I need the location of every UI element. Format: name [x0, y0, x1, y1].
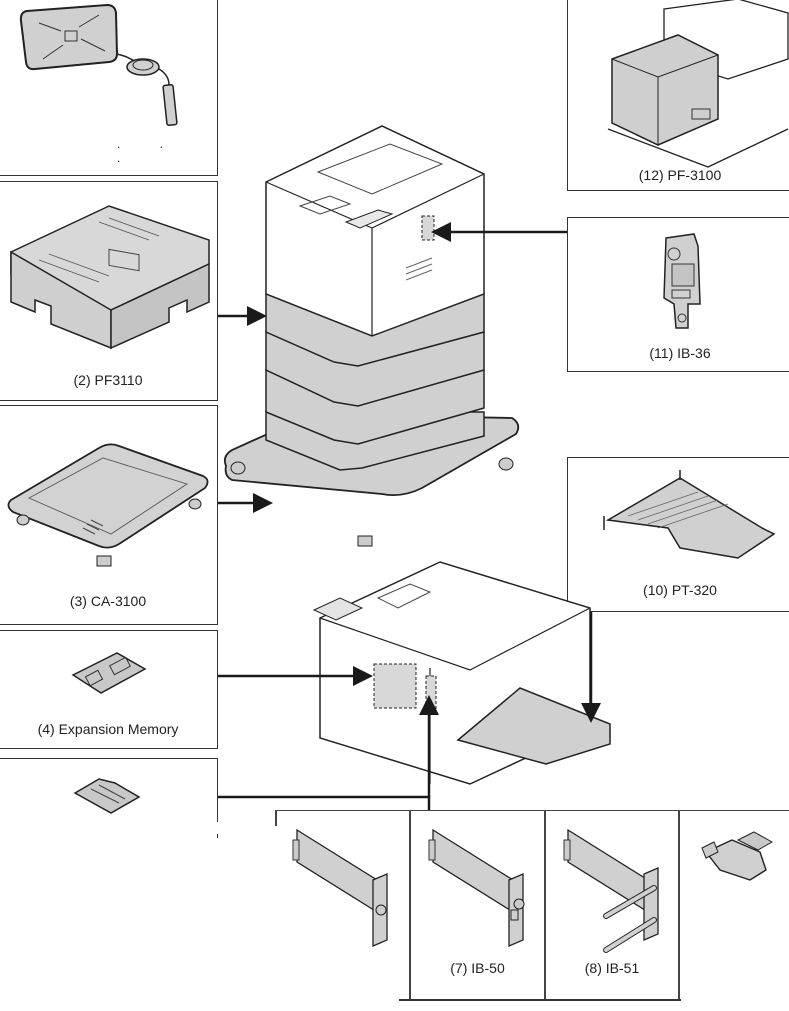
- sd-card-icon: [73, 778, 141, 814]
- parallel-interface-icon: [701, 831, 774, 881]
- wireless-card-icon: [663, 233, 701, 329]
- option-box-card-reader: . . .: [0, 0, 218, 176]
- memory-module-icon: [71, 652, 147, 694]
- divider: [678, 810, 680, 1000]
- option-label-pt320: (10) PT-320: [643, 582, 717, 598]
- interface-cards-row: [275, 810, 789, 1011]
- divider: [275, 810, 277, 826]
- large-paper-feeder-icon: [607, 0, 789, 168]
- option-label-pf3100: (12) PF-3100: [638, 167, 722, 183]
- option-box-ca3100: (3) CA-3100: [0, 405, 218, 625]
- option-label-ib51: (8) IB-51: [584, 960, 640, 976]
- option-label-pf3110: (2) PF3110: [73, 372, 143, 388]
- option-box-memory: (4) Expansion Memory: [0, 630, 218, 749]
- paper-feeder-icon: [10, 205, 210, 350]
- option-box-ib36: (11) IB-36: [567, 217, 789, 372]
- printer-with-feeders-illustration: [223, 125, 520, 547]
- face-up-tray-icon: [603, 470, 776, 559]
- option-box-pf3110: (2) PF3110: [0, 181, 218, 401]
- option-box-pt320: (10) PT-320: [567, 457, 789, 612]
- casters-base-icon: [7, 443, 209, 567]
- card-reader-dots: . . .: [117, 137, 182, 165]
- interface-card-icon: [292, 828, 388, 947]
- interface-card-icon: [428, 828, 525, 947]
- option-box-card-6: [277, 812, 409, 1000]
- option-box-ib51: (8) IB-51: [546, 812, 678, 1000]
- printer-rear-view-illustration: [312, 561, 611, 785]
- option-label-memory: (4) Expansion Memory: [37, 721, 179, 737]
- option-box-ib50: (7) IB-50: [411, 812, 544, 1000]
- divider: [399, 999, 681, 1001]
- line-sd-card: [218, 795, 431, 810]
- option-label-ib36: (11) IB-36: [649, 345, 711, 361]
- option-label-ib50: (7) IB-50: [450, 960, 505, 976]
- option-box-parallel: [680, 812, 789, 1000]
- divider: [544, 810, 546, 1000]
- divider: [409, 810, 411, 1000]
- option-box-pf3100: (12) PF-3100: [567, 0, 789, 191]
- wireless-interface-card-icon: [563, 828, 659, 953]
- card-reader-icon: [19, 3, 178, 126]
- option-label-ca3100: (3) CA-3100: [69, 593, 147, 609]
